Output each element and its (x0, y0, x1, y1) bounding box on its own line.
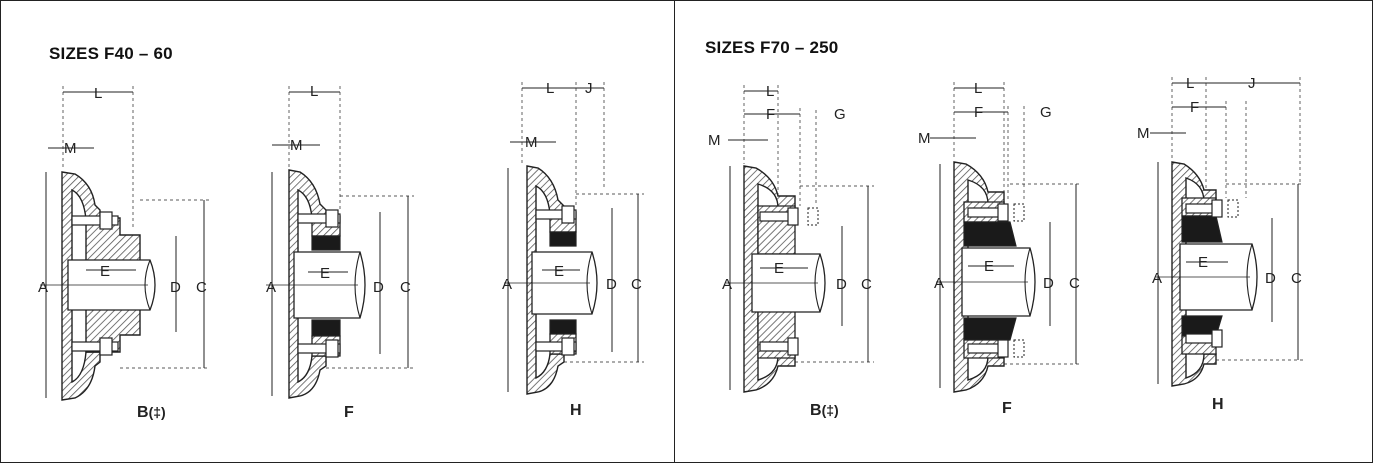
dimension-l-label: L (546, 80, 554, 97)
dimension-j-label: J (585, 80, 593, 97)
dimension-c-label: C (1069, 275, 1080, 292)
dimension-m-label: M (525, 134, 538, 151)
dimension-e-label: E (320, 265, 330, 282)
diagram-f-large: L F G M A E D C F (918, 80, 1082, 417)
diagram-b-small: L M A E D C B(‡) (38, 85, 210, 421)
variant-caption: H (570, 402, 582, 419)
dimension-e-label: E (1198, 254, 1208, 271)
dimension-d-label: D (373, 279, 384, 296)
dimension-f-label: F (766, 106, 775, 123)
panel-title: SIZES F70 – 250 (705, 38, 839, 57)
dimension-f-label: F (974, 104, 983, 121)
variant-caption: F (344, 404, 354, 421)
dimension-f-label: F (1190, 99, 1199, 116)
diagram-f-small: L M A E D C F (266, 83, 414, 421)
dimension-g-label: G (834, 106, 846, 123)
dimension-a-label: A (1152, 270, 1162, 287)
dimension-d-label: D (606, 276, 617, 293)
dimension-d-label: D (1043, 275, 1054, 292)
dimension-e-label: E (984, 258, 994, 275)
diagram-h-large: L J F M A E D C H (1137, 75, 1304, 413)
variant-caption: B(‡) (810, 402, 839, 419)
dimension-d-label: D (170, 279, 181, 296)
dimension-c-label: C (1291, 270, 1302, 287)
diagram-b-large: L F G M A E D C B(‡) (708, 83, 874, 419)
dimension-a-label: A (38, 279, 48, 296)
dimension-m-label: M (708, 132, 721, 149)
variant-caption: B(‡) (137, 404, 166, 421)
dimension-a-label: A (722, 276, 732, 293)
dimension-c-label: C (631, 276, 642, 293)
dimension-c-label: C (861, 276, 872, 293)
panel-title: SIZES F40 – 60 (49, 44, 173, 63)
dimension-c-label: C (400, 279, 411, 296)
dimension-l-label: L (310, 83, 318, 100)
dimension-m-label: M (290, 137, 303, 154)
dimension-e-label: E (100, 263, 110, 280)
dimension-l-label: L (1186, 75, 1194, 92)
dimension-a-label: A (934, 275, 944, 292)
dimension-l-label: L (94, 85, 102, 102)
dimension-e-label: E (774, 260, 784, 277)
dimension-d-label: D (836, 276, 847, 293)
dimension-a-label: A (266, 279, 276, 296)
dimension-g-label: G (1040, 104, 1052, 121)
dimension-d-label: D (1265, 270, 1276, 287)
variant-caption: F (1002, 400, 1012, 417)
diagram-h-small: L J M A E D C H (502, 80, 644, 419)
dimension-e-label: E (554, 263, 564, 280)
dimension-m-label: M (64, 140, 77, 157)
dimension-l-label: L (766, 83, 774, 100)
dimension-a-label: A (502, 276, 512, 293)
dimension-j-label: J (1248, 75, 1256, 92)
dimension-l-label: L (974, 80, 982, 97)
variant-caption: H (1212, 396, 1224, 413)
dimension-m-label: M (918, 130, 931, 147)
dimension-m-label: M (1137, 125, 1150, 142)
dimension-c-label: C (196, 279, 207, 296)
